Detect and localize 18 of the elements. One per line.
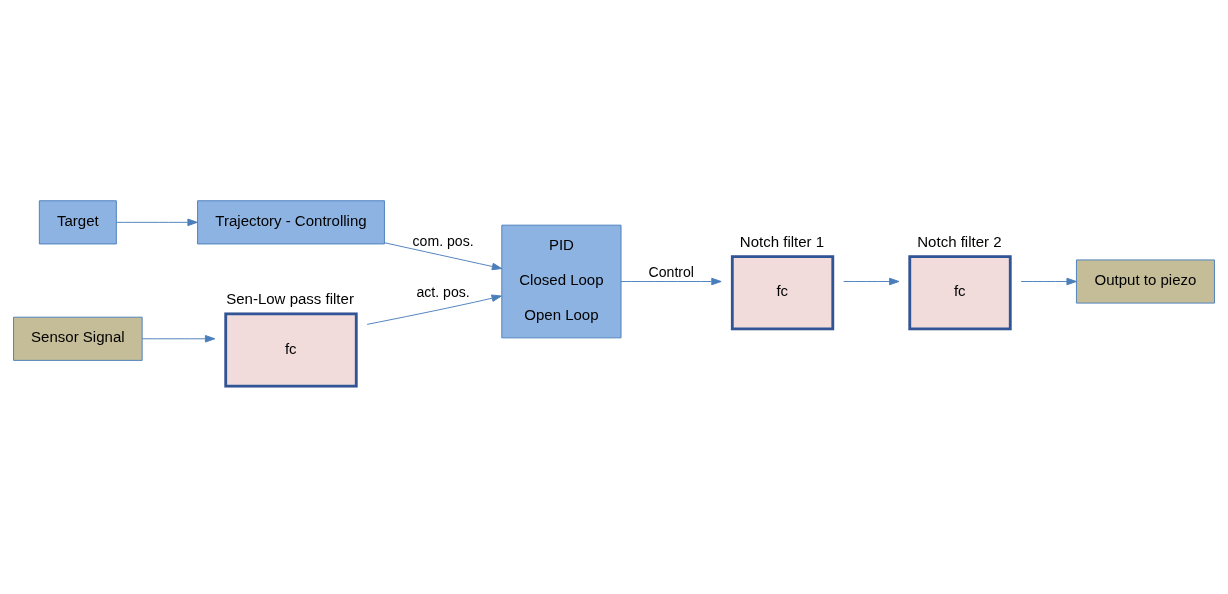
node-box: PID Closed Loop Open Loop (501, 224, 622, 339)
arrow (384, 242, 503, 271)
arrow (1020, 277, 1077, 286)
arrow (366, 294, 502, 325)
node-label: Notch filter 1 (739, 232, 825, 250)
node-box: Trajectory - Controlling (197, 200, 385, 245)
arrow (116, 218, 198, 227)
edge-label: Control (648, 263, 694, 280)
node-label: Notch filter 2 (917, 232, 1002, 250)
arrow (843, 277, 900, 286)
arrow (141, 335, 216, 343)
edge-label: com. pos. (412, 232, 474, 249)
edge-label: act. pos. (416, 284, 470, 301)
node-box: Sensor Signal (13, 316, 143, 361)
node-box: Target (38, 200, 117, 245)
arrow (620, 277, 722, 286)
node-box: Output to piezo (1075, 259, 1215, 304)
node-label: Sen-Low pass filter (226, 289, 354, 307)
